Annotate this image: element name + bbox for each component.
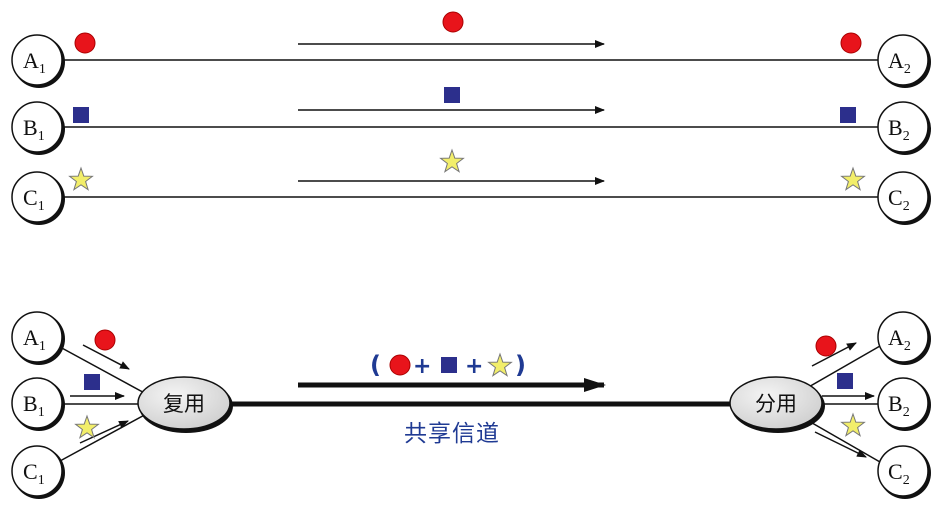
link-c (40, 148, 905, 198)
demultiplexer-node: 分用 (729, 376, 825, 433)
mux-label: 复用 (163, 392, 205, 416)
svg-text:A2: A2 (888, 48, 911, 77)
red-circle-icon (389, 354, 411, 376)
node-a2-bottom: A2 (877, 311, 931, 365)
node-letter: A (23, 325, 39, 350)
blue-square-icon (837, 373, 853, 389)
node-letter: B (23, 391, 38, 416)
node-subscript: 2 (903, 199, 910, 214)
multiplexer-node: 复用 (137, 376, 233, 433)
fan-out-arrow-a (811, 342, 857, 367)
blue-square-icon (444, 87, 460, 103)
yellow-star-icon (840, 166, 866, 191)
node-subscript: 1 (38, 405, 45, 420)
svg-text:B1: B1 (23, 115, 45, 144)
node-subscript: 1 (38, 473, 45, 488)
node-a1-top: A1 (11, 34, 65, 88)
node-a1-bottom: A1 (11, 311, 65, 365)
svg-text:C2: C2 (888, 185, 910, 214)
svg-text:A1: A1 (23, 325, 46, 354)
svg-text:C1: C1 (23, 185, 45, 214)
node-b2-top: B2 (877, 101, 931, 155)
blue-square-icon (840, 107, 856, 123)
node-c1-top: C1 (11, 171, 65, 225)
blue-square-icon (73, 107, 89, 123)
svg-text:C1: C1 (23, 459, 45, 488)
svg-text:B2: B2 (888, 391, 910, 420)
node-letter: B (888, 391, 903, 416)
node-letter: A (888, 48, 904, 73)
node-subscript: 1 (38, 199, 45, 214)
combined-signal-label: ( + + ) (370, 351, 526, 379)
red-circle-icon (94, 329, 116, 351)
svg-text:B1: B1 (23, 391, 45, 420)
node-subscript: 2 (904, 62, 911, 77)
combined-close-paren: ) (515, 351, 526, 379)
svg-text:C2: C2 (888, 459, 910, 488)
svg-text:A1: A1 (23, 48, 46, 77)
node-letter: B (23, 115, 38, 140)
yellow-star-icon (74, 414, 100, 439)
fan-in-arrow-c (79, 420, 129, 444)
node-subscript: 2 (903, 129, 910, 144)
node-c1-bottom: C1 (11, 445, 65, 499)
node-letter: A (23, 48, 39, 73)
link-a (40, 11, 905, 61)
blue-square-icon (441, 357, 457, 373)
node-letter: C (888, 459, 903, 484)
node-letter: B (888, 115, 903, 140)
node-subscript: 1 (38, 129, 45, 144)
node-b2-bottom: B2 (877, 377, 931, 431)
link-b (40, 87, 905, 128)
bottom-multiplexing: 复用 分用 ( + + ) 共享信道 A1 B1 (11, 311, 931, 499)
svg-text:B2: B2 (888, 115, 910, 144)
top-dedicated-links: A1 B1 C1 A2 B2 C2 (11, 11, 931, 225)
combined-plus-1: + (413, 354, 431, 379)
node-c2-bottom: C2 (877, 445, 931, 499)
combined-plus-2: + (465, 354, 483, 379)
node-letter: A (888, 325, 904, 350)
node-subscript: 1 (39, 339, 46, 354)
red-circle-icon (74, 32, 96, 54)
node-subscript: 2 (903, 405, 910, 420)
node-b1-bottom: B1 (11, 377, 65, 431)
fan-in-arrow-a (82, 344, 130, 370)
node-letter: C (23, 459, 38, 484)
node-subscript: 2 (904, 339, 911, 354)
yellow-star-icon (68, 166, 94, 191)
node-a2-top: A2 (877, 34, 931, 88)
shared-channel-label: 共享信道 (404, 421, 500, 447)
red-circle-icon (442, 11, 464, 33)
yellow-star-icon (487, 352, 513, 377)
red-circle-icon (840, 32, 862, 54)
node-c2-top: C2 (877, 171, 931, 225)
node-subscript: 1 (39, 62, 46, 77)
yellow-star-icon (439, 148, 465, 173)
node-b1-top: B1 (11, 101, 65, 155)
node-subscript: 2 (903, 473, 910, 488)
combined-open-paren: ( (370, 351, 381, 379)
svg-text:A2: A2 (888, 325, 911, 354)
blue-square-icon (84, 374, 100, 390)
node-letter: C (888, 185, 903, 210)
node-letter: C (23, 185, 38, 210)
demux-label: 分用 (755, 392, 797, 416)
red-circle-icon (815, 335, 837, 357)
fan-out-arrow-c (814, 431, 867, 458)
yellow-star-icon (840, 412, 866, 437)
